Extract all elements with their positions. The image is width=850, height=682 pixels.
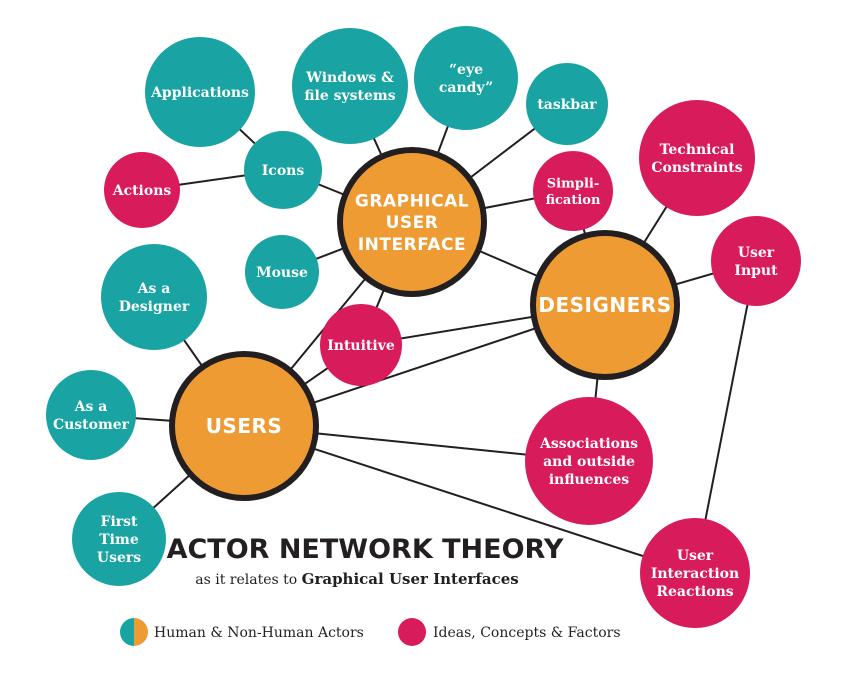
node-label-line: file systems (304, 88, 395, 104)
node-circle (530, 230, 680, 380)
node-label-line: As a (137, 281, 171, 297)
node-label-line: Icons (262, 163, 305, 179)
node-as-customer: As a Customer (46, 370, 136, 460)
node-taskbar: taskbar (526, 63, 608, 145)
node-circle (169, 351, 319, 501)
node-label-line: Constraints (651, 160, 742, 176)
node-actions: Actions (104, 152, 180, 228)
legend: Human & Non-Human Actors Ideas, Concepts… (120, 618, 621, 646)
node-circle (414, 26, 518, 130)
node-circle (72, 492, 166, 586)
node-label-line: Interaction (651, 566, 739, 582)
node-circle (245, 235, 319, 309)
node-users: USERS (169, 351, 319, 501)
node-label-line: INTERFACE (358, 235, 466, 255)
node-label-line: GRAPHICAL (355, 191, 469, 211)
node-circle (244, 131, 322, 209)
node-circle (640, 518, 750, 628)
node-icons: Icons (244, 131, 322, 209)
node-circle (292, 28, 408, 144)
legend-ideas-swatch (398, 618, 426, 646)
node-applications: Applications (145, 37, 255, 147)
node-label-line: First (101, 514, 139, 530)
node-label-line: As a (74, 399, 108, 415)
node-label-line: Intuitive (327, 338, 395, 354)
node-label-line: Mouse (256, 265, 308, 281)
node-circle (46, 370, 136, 460)
node-label-line: fication (546, 193, 601, 208)
node-circle (533, 151, 613, 231)
subtitle-bold: Graphical User Interfaces (302, 570, 519, 588)
nodes: Applications Windows & file systems “eye can… (46, 26, 801, 628)
node-label-line: Customer (53, 417, 130, 433)
node-mouse: Mouse (245, 235, 319, 309)
node-label-line: Simpli- (547, 176, 599, 191)
node-eye-candy: “eye candy” (414, 26, 518, 130)
node-windows: Windows & file systems (292, 28, 408, 144)
node-label-line: Designer (119, 299, 190, 315)
node-as-designer: As a Designer (101, 244, 207, 350)
node-label-line: User (738, 245, 775, 261)
node-label-line: Actions (112, 183, 172, 199)
node-circle (337, 147, 487, 297)
node-label-line: Input (734, 263, 778, 279)
node-circle (101, 244, 207, 350)
node-circle (526, 63, 608, 145)
node-label-line: and outside (543, 454, 635, 470)
diagram-title: ACTOR NETWORK THEORY (167, 534, 564, 565)
node-label-line: Time (99, 532, 139, 548)
diagram-subtitle: as it relates to Graphical User Interfac… (195, 570, 518, 588)
legend-actors-label: Human & Non-Human Actors (154, 625, 364, 641)
node-circle (711, 216, 801, 306)
node-label-line: DESIGNERS (538, 293, 671, 317)
node-label-line: candy” (439, 80, 493, 96)
node-label-line: Associations (539, 436, 638, 452)
node-circle (320, 304, 402, 386)
node-intuitive: Intuitive (320, 304, 402, 386)
legend-actors-swatch (120, 618, 148, 646)
node-label-line: USER (386, 213, 439, 233)
node-circle (145, 37, 255, 147)
node-label-line: influences (549, 472, 629, 488)
node-circle (104, 152, 180, 228)
node-simplification: Simpli-fication (533, 151, 613, 231)
node-label-line: Reactions (656, 584, 733, 600)
node-label-line: User (677, 548, 714, 564)
node-label-line: Technical (660, 142, 735, 158)
subtitle-prefix: as it relates to (195, 572, 297, 588)
node-circle (639, 100, 755, 216)
legend-ideas-label: Ideas, Concepts & Factors (433, 625, 621, 641)
node-label-line: USERS (206, 414, 283, 438)
node-circle (525, 397, 653, 525)
node-associations: Associations and outside influences (525, 397, 653, 525)
node-label-line: Applications (150, 85, 249, 101)
node-designers: DESIGNERS (530, 230, 680, 380)
node-label-line: “eye (449, 62, 483, 78)
node-label-line: taskbar (537, 97, 597, 113)
node-label-line: Windows & (305, 70, 394, 86)
edge-users-reactions (243, 425, 696, 574)
node-label-line: Users (97, 550, 141, 566)
